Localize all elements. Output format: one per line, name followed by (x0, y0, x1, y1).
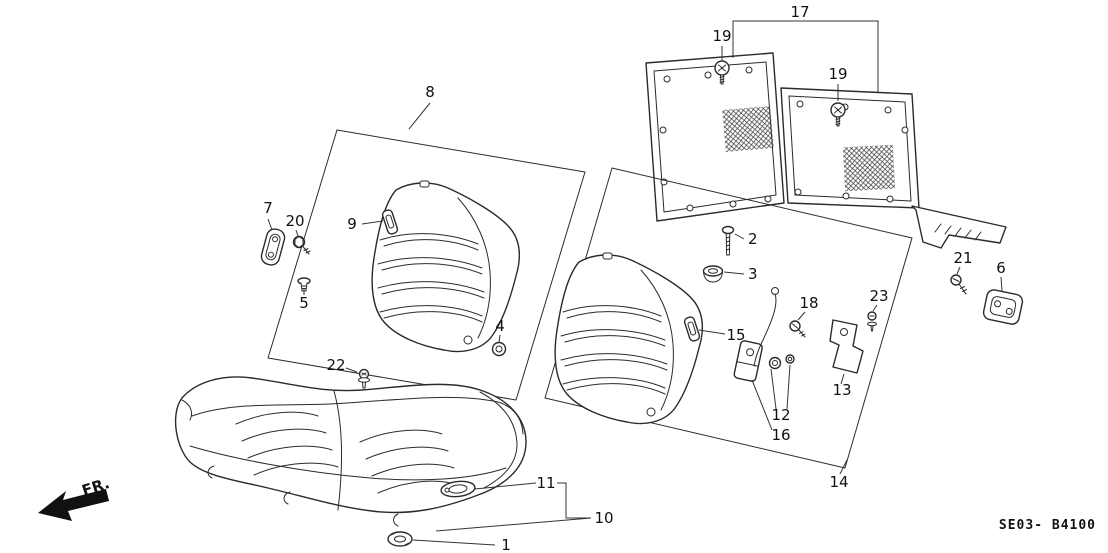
grommet-3 (702, 265, 724, 283)
callout-3: 3 (748, 265, 758, 283)
leader-bracket-10-11 (557, 482, 591, 519)
washers-12 (768, 354, 795, 370)
callout-14: 14 (829, 473, 848, 491)
callout-19-right: 19 (828, 65, 847, 83)
cushion-trim-grommet-11 (440, 480, 476, 498)
callout-4: 4 (495, 317, 505, 335)
leader-10 (435, 517, 592, 532)
leader-22 (345, 367, 358, 373)
speaker-grille-hatch-right (842, 144, 896, 192)
callout-18: 18 (799, 294, 818, 312)
leader-12a (770, 368, 777, 410)
fr-direction-indicator: FR. (38, 474, 112, 521)
callout-7: 7 (263, 199, 273, 217)
leader-13 (840, 373, 845, 385)
leader-17 (732, 20, 879, 92)
latch-12 (733, 340, 763, 382)
callout-17: 17 (790, 3, 809, 21)
callout-12: 12 (771, 406, 790, 424)
leader-15 (698, 329, 726, 335)
leader-3 (723, 271, 745, 275)
leader-lines (267, 20, 1003, 546)
leader-21 (956, 266, 961, 275)
callout-8: 8 (425, 83, 435, 101)
callouts: 17 19 19 8 9 7 20 5 4 2 3 18 23 21 6 15 … (263, 3, 1006, 553)
callout-16: 16 (771, 426, 790, 444)
leader-11 (474, 482, 537, 490)
leader-6 (1000, 276, 1003, 292)
fr-arrow-icon (38, 489, 109, 521)
seat-back-right (554, 252, 704, 425)
callout-11: 11 (536, 474, 555, 492)
callout-20: 20 (285, 212, 304, 230)
leader-4 (498, 334, 501, 343)
bracket-13 (829, 319, 864, 374)
leader-23 (872, 304, 878, 312)
screw-19-right (830, 102, 846, 127)
bolt-20 (292, 235, 311, 255)
callout-21: 21 (953, 249, 972, 267)
seat-back-strap-15 (683, 316, 701, 342)
callout-1: 1 (501, 536, 511, 553)
leader-9 (361, 220, 384, 225)
bolt-2 (721, 225, 735, 256)
clip-23 (867, 311, 877, 332)
screw-19-left (714, 60, 730, 85)
diagram-code: SE03- B4100 (999, 518, 1096, 533)
seat-cushion (174, 376, 527, 527)
rear-shelf-panel (645, 52, 1007, 249)
callout-5: 5 (299, 294, 309, 312)
callout-15: 15 (726, 326, 745, 344)
clip-22 (358, 368, 370, 389)
clip-5 (297, 277, 311, 292)
leader-20 (295, 229, 299, 237)
lock-rod-16 (753, 287, 779, 367)
screw-21 (950, 274, 967, 295)
seat-back-strap-9 (381, 209, 399, 235)
leader-12b (786, 364, 791, 410)
callout-22: 22 (326, 356, 345, 374)
grommet-4 (491, 341, 507, 357)
callout-9: 9 (347, 215, 357, 233)
callout-2: 2 (748, 230, 758, 248)
speaker-grille-hatch-left (722, 105, 774, 153)
leader-18 (797, 311, 806, 321)
leader-16 (751, 379, 773, 431)
callout-6: 6 (996, 259, 1006, 277)
screw-18 (789, 320, 806, 338)
callout-19-left: 19 (712, 27, 731, 45)
callout-10: 10 (594, 509, 613, 527)
striker-plate-6 (982, 289, 1024, 325)
plate-7 (260, 228, 286, 266)
leader-14 (839, 459, 848, 475)
leader-2 (734, 233, 745, 240)
callout-13: 13 (832, 381, 851, 399)
leader-7 (267, 218, 273, 231)
leader-8 (408, 102, 431, 130)
panel-holes (659, 66, 909, 212)
grommet-1 (387, 531, 413, 547)
leader-1 (412, 539, 496, 546)
group-box-8 (267, 129, 586, 401)
callout-23: 23 (869, 287, 888, 305)
